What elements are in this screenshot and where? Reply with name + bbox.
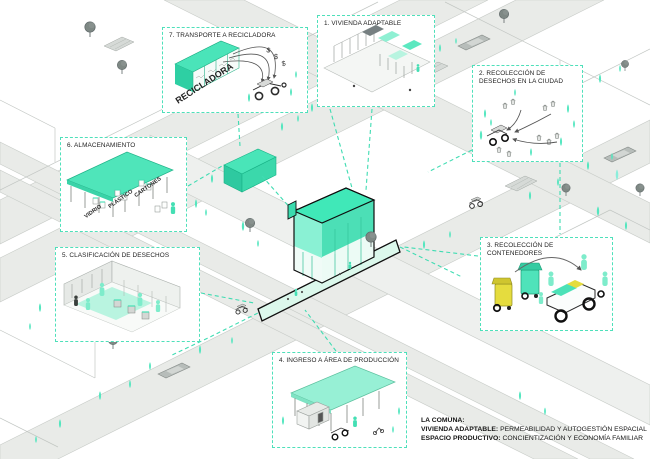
teal-container-icon: [517, 262, 543, 300]
legend-title-text: LA COMUNA:: [421, 417, 465, 424]
callout-1-vivienda-adaptable: 1. VIVIENDA ADAPTABLE: [317, 15, 435, 107]
sorting-illustration: [63, 260, 181, 333]
collection-arrows: [506, 109, 558, 144]
callout-title: 5. CLASIFICACIÓN DE DESECHOS: [62, 252, 170, 259]
callout-title: 7. TRANSPORTE A RECICLADORA: [169, 32, 276, 39]
legend-item: ESPACIO PRODUCTIVO: CONCIENTIZACIÓN Y EC…: [421, 435, 650, 444]
legend-desc: CONCIENTIZACIÓN Y ECONOMÍA FAMILIAR: [502, 434, 644, 442]
callout-2-recoleccion-desechos-ciudad: 2. RECOLECCIÓN DE DESECHOS EN LA CIUDAD: [472, 65, 583, 162]
housing-illustration: [323, 21, 431, 93]
person-icon: [416, 64, 420, 72]
stored-bins: [92, 179, 168, 213]
container-illustration: [491, 254, 608, 323]
legend: LA COMUNA: VIVIENDA ADAPTABLE: PERMEABIL…: [421, 417, 650, 443]
platform-figures: [286, 261, 352, 301]
callout-3-recoleccion-contenedores: 3. RECOLECCIÓN DE CONTENEDORES: [480, 237, 613, 331]
inner-house: [296, 401, 330, 430]
city-collection-illustration: [479, 88, 575, 157]
transport-cart-icon: [252, 78, 287, 101]
callout-title: 4. INGRESO A ÁREA DE PRODUCCIÓN: [279, 357, 399, 364]
callout-5-clasificacion-desechos: 5. CLASIFICACIÓN DE DESECHOS: [55, 247, 200, 342]
collection-cart-icon: [546, 280, 605, 323]
collection-cart-icon: [486, 124, 509, 147]
connector-dashes: [169, 108, 561, 357]
roof-hatch: [362, 25, 384, 36]
callout-7-transporte-a-recicladora: $ $ $ RECICLADORA 7. TRANSPORTE A RECICL…: [162, 27, 308, 113]
storage-mini-building: [223, 148, 277, 193]
cart-icon: [468, 196, 484, 209]
production-entry-illustration: [281, 365, 400, 441]
callout-title: 6. ALMACENAMIENTO: [67, 142, 136, 149]
main-building: [287, 187, 376, 284]
person-icon: [74, 295, 78, 306]
storage-illustration: [66, 151, 176, 217]
person-icon: [353, 416, 357, 427]
legend-desc: PERMEABILIDAD Y AUTOGESTIÓN ESPACIAL: [500, 425, 647, 433]
person-icon: [170, 202, 176, 214]
legend-term: VIVIENDA ADAPTABLE:: [421, 425, 499, 433]
legend-item: VIVIENDA ADAPTABLE: PERMEABILIDAD Y AUTO…: [421, 426, 650, 435]
callout-title: 3. RECOLECCIÓN DE CONTENEDORES: [487, 242, 554, 257]
recycler-illustration: $ $ $ RECICLADORA: [174, 40, 297, 106]
dollar-icon: $: [274, 54, 278, 61]
motorbike-icon: [373, 427, 385, 436]
legend-term: ESPACIO PRODUCTIVO:: [421, 434, 501, 442]
recycler-shelf-side: [175, 64, 193, 92]
dollar-icon: $: [266, 47, 271, 55]
dollar-icon: $: [281, 60, 286, 67]
callout-title: 1. VIVIENDA ADAPTABLE: [324, 20, 402, 27]
sorting-bins: [113, 299, 150, 320]
load-arrow: [514, 257, 582, 273]
callout-6-almacenamiento: VIDRIO PLÁSTICO CARTONES 6. ALMACENAMIEN…: [60, 137, 187, 232]
legend-title: LA COMUNA:: [421, 417, 650, 426]
yellow-container-icon: [491, 277, 513, 313]
money-arrows: [222, 46, 277, 83]
plant-icons: [479, 88, 575, 156]
callout-title: 2. RECOLECCIÓN DE DESECHOS EN LA CIUDAD: [479, 70, 564, 85]
callout-4-ingreso-area-produccion: 4. INGRESO A ÁREA DE PRODUCCIÓN: [272, 352, 407, 448]
entry-cart-icon: [330, 427, 350, 441]
